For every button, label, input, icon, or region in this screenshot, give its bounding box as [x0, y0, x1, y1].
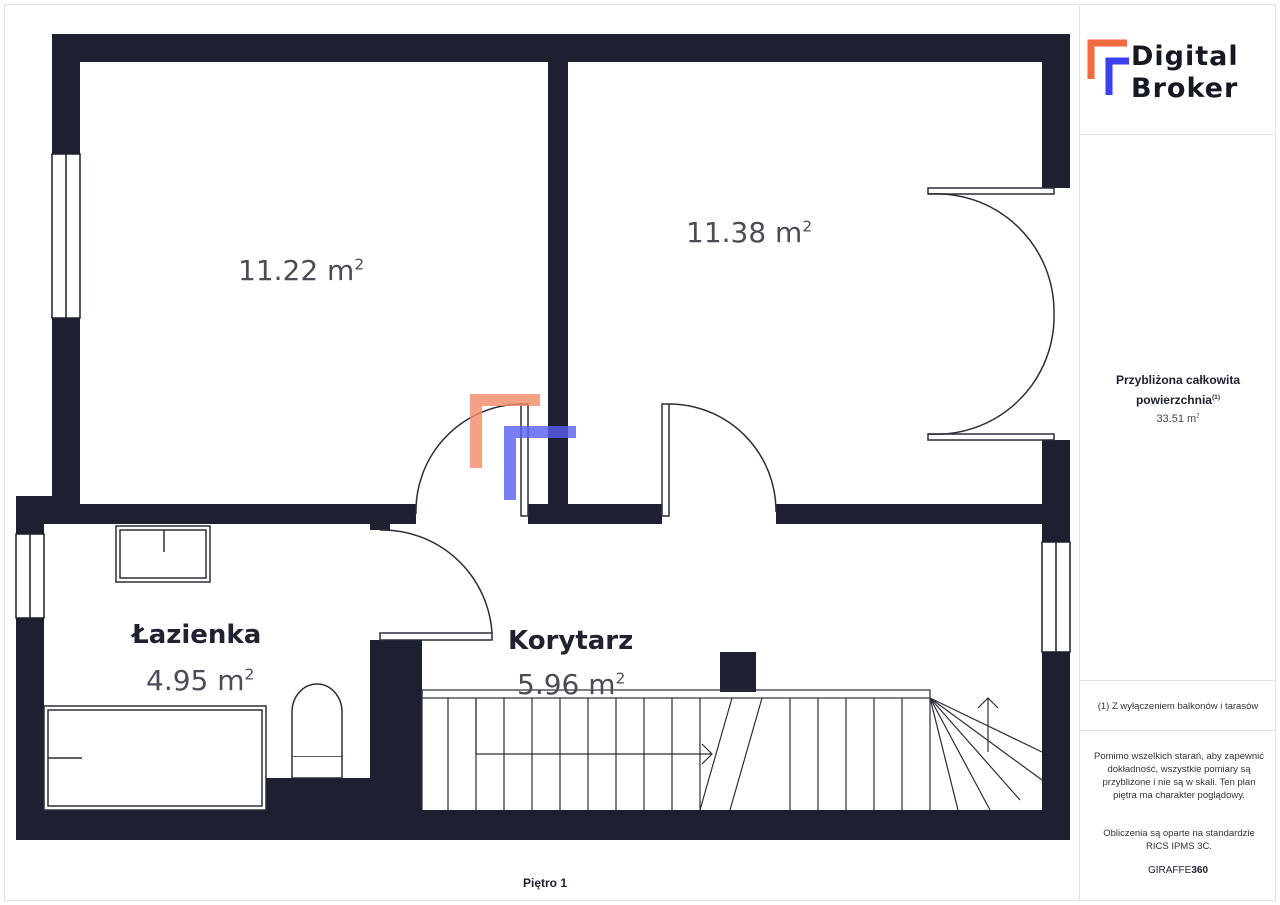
total-area-value: 33.51 m2 — [1156, 413, 1200, 425]
page-frame — [4, 4, 1276, 901]
info-sidebar: Digital Broker Przybliżona całkowita pow… — [1079, 4, 1276, 901]
doors — [379, 187, 1055, 641]
watermark-logo — [470, 394, 576, 500]
bathroom-area: 4.95 m2 — [146, 664, 255, 697]
total-area-title: Przybliżona całkowita powierzchnia(1) — [1115, 373, 1241, 407]
corridor-area: 5.96 m2 — [517, 668, 626, 701]
corridor-name: Korytarz — [508, 626, 634, 656]
logo-text-digital: Digital — [1131, 41, 1239, 72]
disclaimer-text: Pomimo wszelkich starań, aby zapewnić do… — [1094, 751, 1265, 801]
logo-mark-icon — [1087, 39, 1129, 95]
divider — [1080, 730, 1276, 731]
staircase — [421, 689, 1043, 811]
divider — [1080, 134, 1276, 135]
digital-broker-logo: Digital Broker — [1085, 37, 1275, 107]
room-1-area: 11.22 m2 — [238, 254, 365, 287]
room-2-area: 11.38 m2 — [686, 216, 813, 249]
floor-label: Piętro 1 — [522, 876, 567, 890]
walls — [16, 34, 1070, 840]
floor-plan — [15, 34, 1071, 840]
standard-text: Obliczenia są oparte na standardzie RICS… — [1103, 828, 1255, 852]
bathroom-name: Łazienka — [132, 620, 262, 650]
brand-label: GIRAFFE360 — [1147, 865, 1209, 876]
windows — [15, 153, 1071, 653]
divider — [1080, 680, 1276, 681]
bathroom-fixtures — [43, 525, 343, 811]
logo-text-broker: Broker — [1131, 73, 1239, 104]
footnote: (1) Z wyłączeniem balkonów i tarasów — [1097, 701, 1259, 712]
